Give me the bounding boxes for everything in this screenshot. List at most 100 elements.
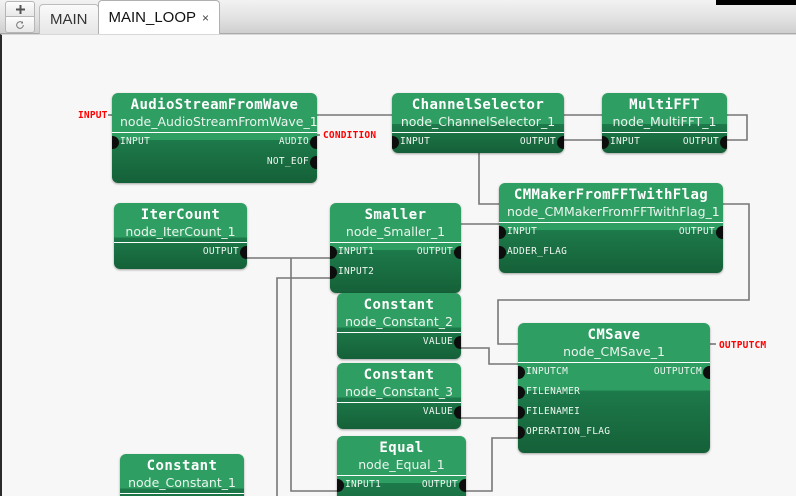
node-cmmakerfromfftwithflag[interactable]: CMMakerFromFFTwithFlag node_CMMakerFromF… — [499, 183, 723, 273]
port-dot-inputcm[interactable] — [518, 366, 525, 379]
node-subtitle: node_Constant_2 — [345, 314, 453, 329]
tab-close-icon[interactable]: × — [202, 10, 210, 25]
port-dot-input[interactable] — [392, 136, 399, 149]
port-label-output: OUTPUT — [682, 136, 719, 147]
node-title: IterCount — [140, 207, 221, 223]
node-header: Equal node_Equal_1 — [337, 436, 466, 476]
node-header: AudioStreamFromWave node_AudioStreamFrom… — [112, 93, 317, 133]
port-dot-filenamei[interactable] — [518, 406, 525, 419]
port-row: INPUTCM OUTPUTCM — [518, 363, 710, 383]
node-title: MultiFFT — [629, 97, 700, 113]
port-row: FILENAMER — [518, 383, 710, 403]
node-body: INPUT OUTPUT ADDER_FLAG — [499, 223, 723, 273]
wire-cmmaker-cmsave — [497, 203, 750, 345]
node-subtitle: node_ChannelSelector_1 — [400, 114, 556, 129]
node-body: INPUT1 OUTPUT INPUT2 — [337, 476, 466, 496]
port-label-audio: AUDIO — [278, 136, 309, 147]
refresh-button[interactable] — [5, 17, 35, 33]
port-label-operation-flag: OPERATION_FLAG — [526, 426, 611, 437]
node-constant-1[interactable]: Constant node_Constant_1 VALUE — [120, 454, 244, 496]
port-dot-input2[interactable] — [330, 266, 337, 279]
tab-main[interactable]: MAIN — [39, 4, 99, 34]
port-dot-not-eof[interactable] — [310, 156, 317, 169]
port-dot-adder-flag[interactable] — [499, 246, 506, 259]
node-multifft[interactable]: MultiFFT node_MultiFFT_1 INPUT OUTPUT — [602, 93, 727, 153]
node-subtitle: node_AudioStreamFromWave_1 — [120, 114, 317, 129]
port-dot-output[interactable] — [557, 136, 564, 149]
wire-constant2-filenamer — [461, 347, 518, 365]
port-dot-input[interactable] — [112, 136, 119, 149]
node-title: Equal — [379, 440, 424, 456]
port-dot-outputcm[interactable] — [703, 366, 710, 379]
node-audiostreamfromwave[interactable]: AudioStreamFromWave node_AudioStreamFrom… — [112, 93, 317, 183]
port-label-input1: INPUT1 — [338, 246, 375, 257]
node-cmsave[interactable]: CMSave node_CMSave_1 INPUTCM OUTPUTCM FI… — [518, 323, 710, 453]
wire-equal-operationflag — [466, 437, 518, 492]
node-constant-3[interactable]: Constant node_Constant_3 VALUE — [337, 363, 461, 429]
port-dot-output[interactable] — [240, 246, 247, 259]
port-dot-input1[interactable] — [337, 479, 344, 492]
port-row: VALUE — [337, 333, 461, 353]
port-label-input: INPUT — [610, 136, 641, 147]
port-row: NOT_EOF — [112, 153, 317, 173]
node-header: CMMakerFromFFTwithFlag node_CMMakerFromF… — [499, 183, 723, 223]
port-row: INPUT OUTPUT — [499, 223, 723, 243]
node-subtitle: node_Equal_1 — [358, 457, 445, 472]
node-subtitle: node_CMSave_1 — [563, 344, 665, 359]
port-dot-output[interactable] — [454, 246, 461, 259]
port-dot-value[interactable] — [454, 406, 461, 419]
node-subtitle: node_IterCount_1 — [125, 224, 236, 239]
graph-condition-label: CONDITION — [323, 130, 377, 141]
port-dot-input1[interactable] — [330, 246, 337, 259]
node-body: INPUT1 OUTPUT INPUT2 — [330, 243, 461, 293]
port-label-outputcm: OUTPUTCM — [653, 366, 702, 377]
node-header: Constant node_Constant_1 — [120, 454, 244, 494]
node-subtitle: node_Constant_3 — [345, 384, 453, 399]
port-label-filenamer: FILENAMER — [526, 386, 581, 397]
node-subtitle: node_CMMakerFromFFTwithFlag_1 — [507, 204, 720, 219]
connection-wires — [108, 114, 750, 496]
port-dot-operation-flag[interactable] — [518, 426, 525, 439]
port-row: OPERATION_FLAG — [518, 423, 710, 443]
port-row: INPUT1 OUTPUT — [337, 476, 466, 496]
node-smaller[interactable]: Smaller node_Smaller_1 INPUT1 OUTPUT INP… — [330, 203, 461, 293]
port-label-input1: INPUT1 — [345, 479, 382, 490]
node-body: VALUE — [337, 333, 461, 359]
node-subtitle: node_Smaller_1 — [345, 224, 446, 239]
node-body: OUTPUT — [114, 243, 247, 269]
node-constant-2[interactable]: Constant node_Constant_2 VALUE — [337, 293, 461, 359]
node-header: ChannelSelector node_ChannelSelector_1 — [392, 93, 564, 133]
node-title: CMSave — [587, 327, 641, 343]
port-label-adder-flag: ADDER_FLAG — [507, 246, 568, 257]
port-dot-input[interactable] — [499, 226, 506, 239]
node-equal[interactable]: Equal node_Equal_1 INPUT1 OUTPUT INPUT2 — [337, 436, 466, 496]
port-dot-output[interactable] — [720, 136, 727, 149]
port-dot-audio[interactable] — [310, 136, 317, 149]
port-label-value: VALUE — [422, 406, 453, 417]
port-label-output: OUTPUT — [202, 246, 239, 257]
port-row: FILENAMEI — [518, 403, 710, 423]
node-title: AudioStreamFromWave — [130, 97, 299, 113]
node-title: ChannelSelector — [411, 97, 545, 113]
add-tab-button[interactable] — [5, 1, 35, 17]
port-dot-input[interactable] — [602, 136, 609, 149]
node-title: CMMakerFromFFTwithFlag — [513, 187, 709, 203]
node-header: Smaller node_Smaller_1 — [330, 203, 461, 243]
graph-canvas[interactable]: INPUT CONDITION OUTPUTCM AudioStreamFrom… — [0, 34, 796, 496]
node-title: Smaller — [364, 207, 427, 223]
node-channelselector[interactable]: ChannelSelector node_ChannelSelector_1 I… — [392, 93, 564, 153]
port-label-output: OUTPUT — [519, 136, 556, 147]
port-dot-output[interactable] — [459, 479, 466, 492]
port-label-output: OUTPUT — [416, 246, 453, 257]
port-dot-filenamer[interactable] — [518, 386, 525, 399]
port-dot-output[interactable] — [716, 226, 723, 239]
refresh-icon — [16, 20, 24, 29]
port-row: INPUT AUDIO — [112, 133, 317, 153]
graph-outputcm-label: OUTPUTCM — [719, 340, 767, 351]
plus-icon — [15, 4, 25, 14]
window-corner-decoration — [716, 0, 796, 5]
tab-main-loop[interactable]: MAIN_LOOP × — [97, 0, 221, 34]
node-itercount[interactable]: IterCount node_IterCount_1 OUTPUT — [114, 203, 247, 269]
graph-input-label: INPUT — [78, 110, 108, 121]
port-dot-value[interactable] — [454, 336, 461, 349]
